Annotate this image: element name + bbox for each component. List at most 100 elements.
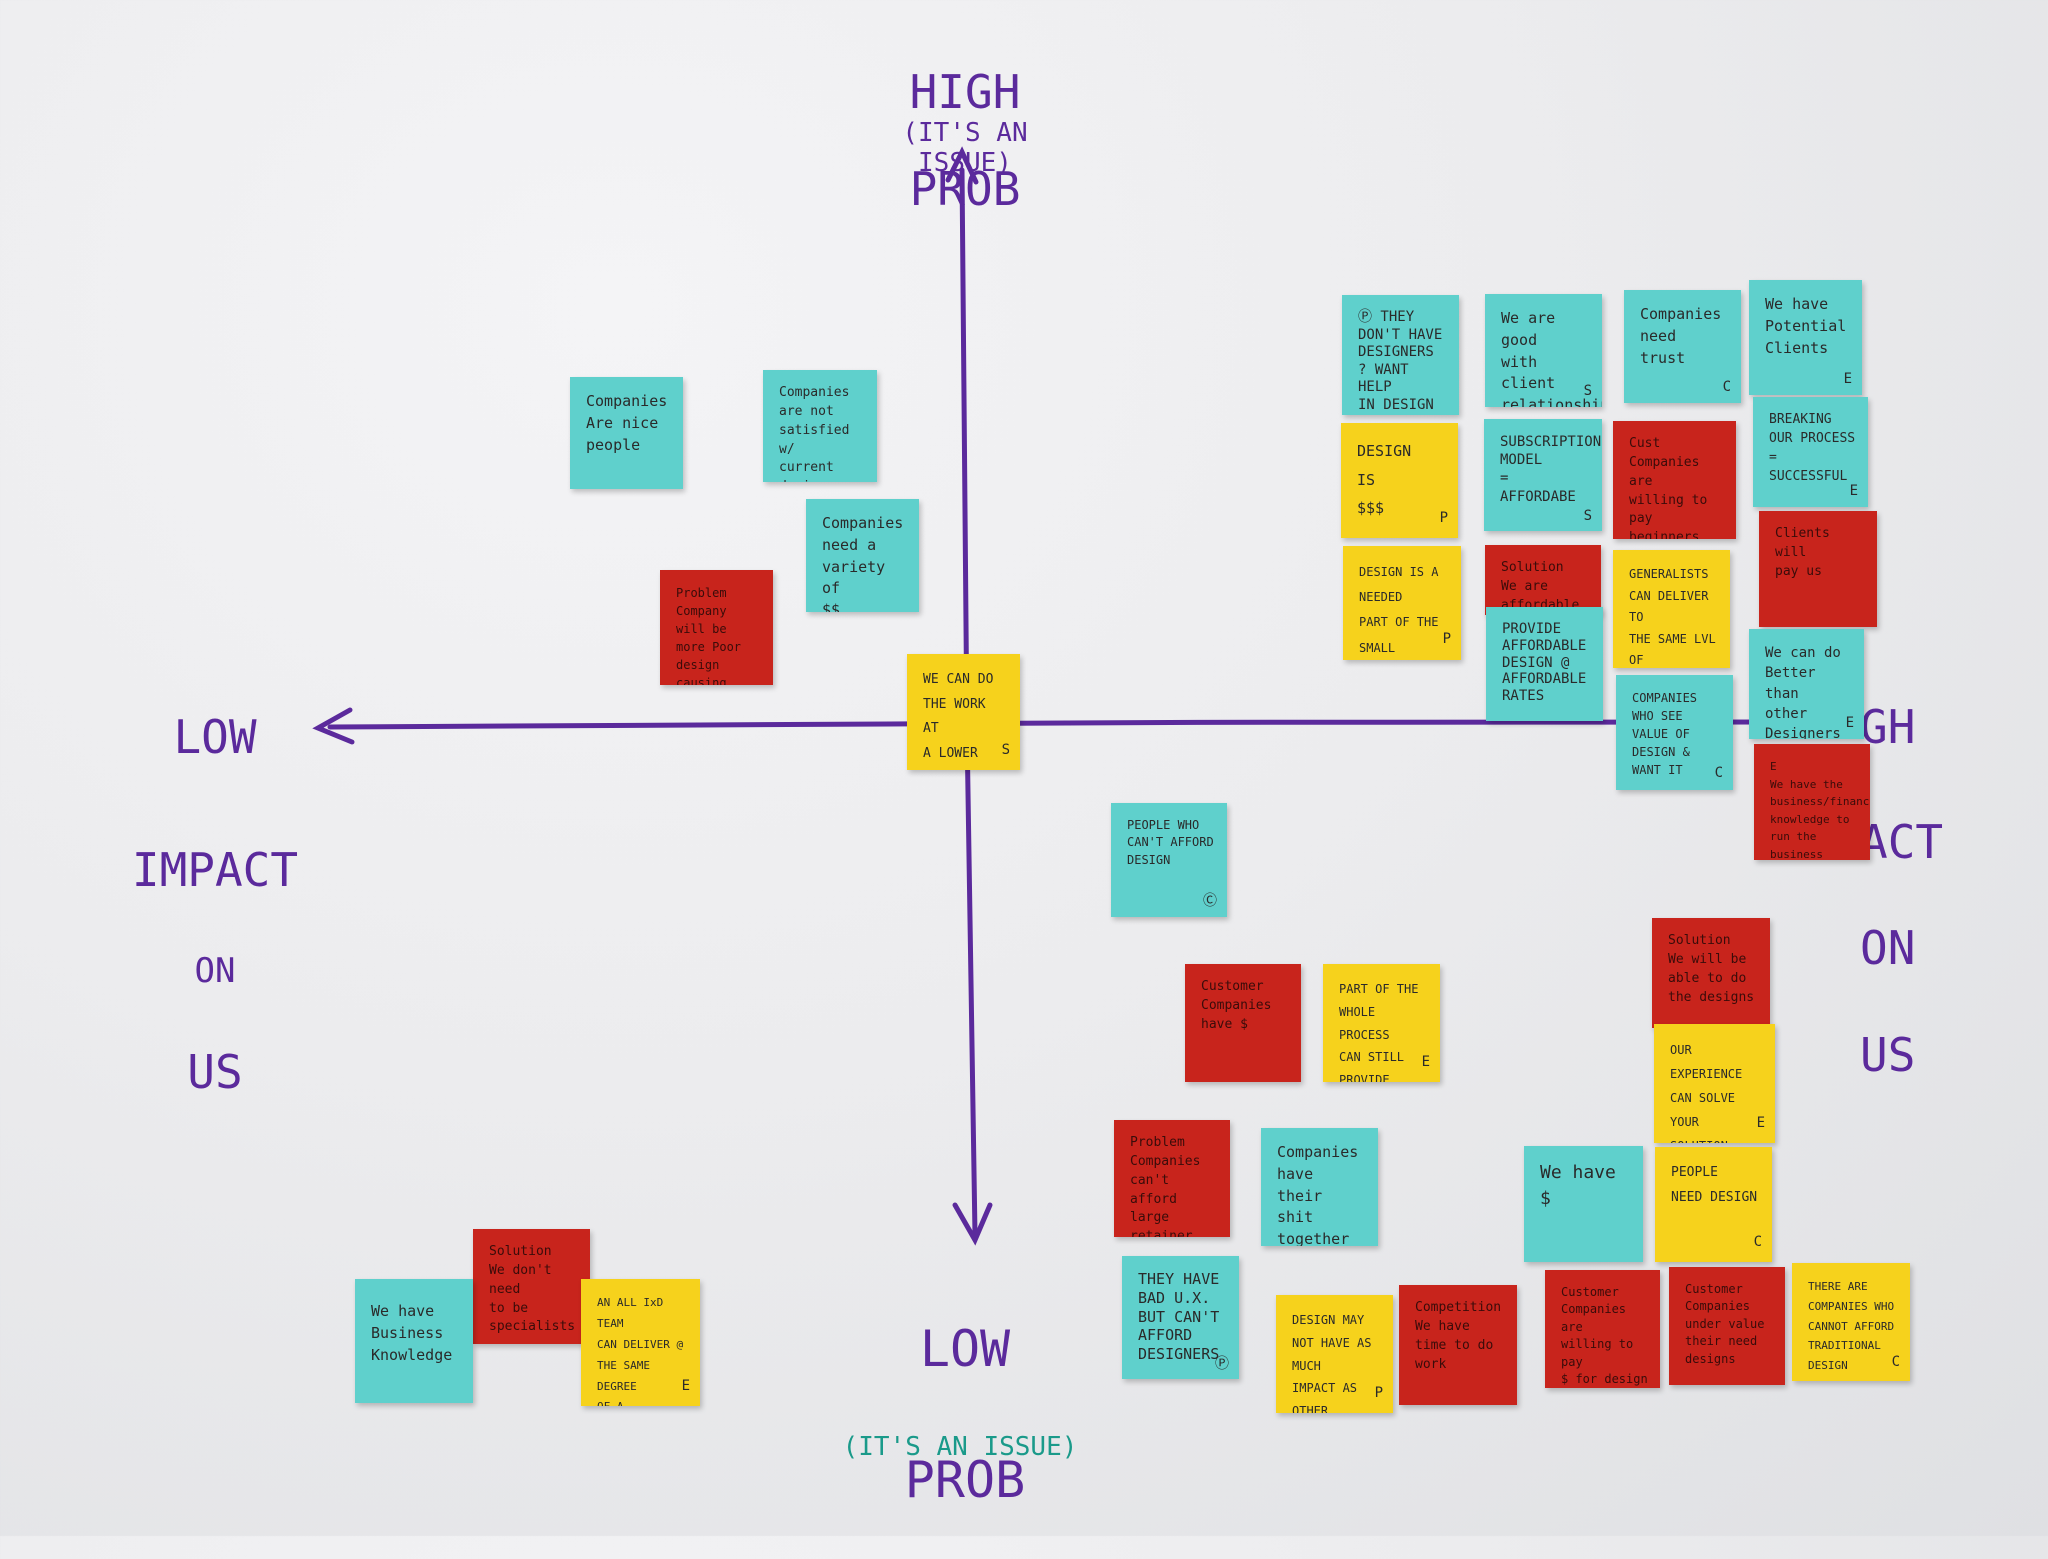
note-text: Companies have their shit together [1277, 1143, 1359, 1246]
note-text: We have Potential Clients [1765, 295, 1847, 357]
note-tag: C [1753, 1234, 1762, 1251]
sticky-note: Solution We don't need to be specialists [473, 1229, 590, 1344]
note-tag: E [1845, 714, 1854, 731]
note-text: Problem Company will be more Poor design… [676, 586, 742, 685]
note-text: THEY HAVE BAD U.X. BUT CAN'T AFFORD DESI… [1138, 1270, 1220, 1363]
sticky-note: THERE ARE COMPANIES WHO CANNOT AFFORD TR… [1792, 1263, 1910, 1381]
note-text: Solution We are affordable [1501, 560, 1580, 613]
note-text: DESIGN IS A NEEDED PART OF THE SMALL BUS… [1359, 565, 1439, 655]
note-tag: P [1439, 510, 1448, 527]
note-tag: P [1442, 630, 1451, 647]
note-text: SUBSCRIPTION MODEL = AFFORDABE [1500, 434, 1602, 505]
note-tag: E [681, 1378, 690, 1395]
note-tag: S [1583, 382, 1592, 399]
axis-label-high-line1: HIGH [909, 65, 1021, 120]
note-tag: E [1421, 1054, 1430, 1071]
note-text: Companies need trust [1640, 305, 1722, 367]
note-text: PEOPLE WHO CAN'T AFFORD DESIGN [1127, 818, 1214, 867]
sticky-note: We are good with client relationshipsS [1485, 294, 1602, 407]
sticky-note: We have $ [1524, 1146, 1643, 1262]
sticky-note: PEOPLE NEED DESIGN C [1655, 1147, 1772, 1262]
sticky-note: We have Business Knowledge [355, 1279, 473, 1403]
sticky-note: PART OF THE WHOLE PROCESS CAN STILL PROV… [1323, 964, 1440, 1082]
axis-label-left-line2: IMPACT [131, 842, 299, 897]
note-tag: Ⓒ [1203, 892, 1217, 909]
axis-label-left-line3: ON [194, 951, 236, 992]
note-text: Customer Companies under value their nee… [1685, 1282, 1765, 1366]
note-tag: Ⓟ [1215, 1355, 1229, 1372]
note-text: Solution We don't need to be specialists [489, 1244, 576, 1335]
note-tag: P [1374, 1385, 1383, 1402]
axis-label-high-prob: HIGH PROB [870, 20, 1060, 261]
axis-label-low-line2: PROB [904, 1450, 1026, 1509]
axis-label-low-line1: LOW [919, 1319, 1011, 1378]
note-tag: C [1722, 378, 1731, 395]
axis-label-high-impact: GH ACT ON US [1860, 655, 1970, 1128]
note-text: We have $ [1540, 1162, 1616, 1210]
note-text: WE CAN DO THE WORK AT A LOWER RATE [923, 672, 994, 762]
note-text: Customer Companies have $ [1201, 979, 1272, 1032]
note-text: PROVIDE AFFORDABLE DESIGN @ AFFORDABLE R… [1502, 621, 1587, 705]
sticky-note: AN ALL IxD TEAM CAN DELIVER @ THE SAME D… [581, 1279, 700, 1406]
axis-label-right-line3: ON [1860, 921, 1916, 976]
sticky-note: SUBSCRIPTION MODEL = AFFORDABE S [1484, 419, 1602, 531]
note-tag: S [1583, 507, 1592, 524]
note-tag: E [1756, 1115, 1765, 1131]
note-tag: S [1001, 742, 1010, 759]
note-text: Ⓟ THEY DON'T HAVE DESIGNERS ? WANT HELP … [1358, 309, 1443, 413]
note-text: DESIGN MAY NOT HAVE AS MUCH IMPACT AS OT… [1292, 1313, 1372, 1413]
sticky-note: Companies need a variety of $$ options [806, 499, 919, 612]
note-text: Cust Companies are willing to pay beginn… [1629, 436, 1708, 539]
sticky-note: Customer Companies are willing to pay $ … [1545, 1270, 1660, 1388]
note-text: Clients will pay us [1775, 526, 1830, 579]
note-text: We can do Better than other Designers [1765, 645, 1841, 739]
note-tag: E [1843, 370, 1852, 387]
sticky-note: Clients will pay us [1759, 511, 1877, 627]
sticky-note: GENERALISTS CAN DELIVER TO THE SAME LVL … [1613, 550, 1730, 668]
note-text: Companies need a variety of $$ options [822, 514, 904, 612]
note-text: DESIGN IS $$$ [1357, 442, 1412, 517]
sticky-note: Companies Are nice people [570, 377, 683, 489]
axis-label-right-line2: ACT [1860, 814, 1944, 869]
note-tag: C [1714, 765, 1723, 781]
sticky-note: OUR EXPERIENCE CAN SOLVE YOUR SOLUTIONE [1654, 1024, 1775, 1143]
sticky-note: Customer Companies have $ [1185, 964, 1301, 1082]
sticky-note: THEY HAVE BAD U.X. BUT CAN'T AFFORD DESI… [1122, 1256, 1239, 1379]
sticky-note: PEOPLE WHO CAN'T AFFORD DESIGN Ⓒ [1111, 803, 1227, 917]
axis-label-right-line4: US [1860, 1028, 1916, 1083]
arrow-up-icon [945, 146, 979, 185]
sticky-note: DESIGN IS A NEEDED PART OF THE SMALL BUS… [1343, 546, 1461, 660]
note-text: Solution We will be able to do the desig… [1668, 933, 1755, 1005]
axis-sublabel-high: (IT'S AN ISSUE) [902, 118, 1028, 178]
axis-label-low-prob: LOW PROB [870, 1270, 1060, 1559]
sticky-note: Customer Companies under value their nee… [1669, 1267, 1785, 1385]
sticky-note: E We have the business/financial knowled… [1754, 744, 1870, 860]
sticky-note: Problem Companies can't afford large ret… [1114, 1120, 1230, 1237]
sticky-note: Solution We are affordable [1485, 545, 1601, 615]
note-text: Companies Are nice people [586, 392, 668, 454]
axis-label-right-line1: GH [1860, 700, 1916, 755]
note-text: PEOPLE NEED DESIGN [1671, 1165, 1758, 1205]
sticky-note: COMPANIES WHO SEE VALUE OF DESIGN & WANT… [1616, 675, 1733, 790]
arrow-down-icon [952, 1202, 993, 1246]
sticky-note: Problem Company will be more Poor design… [660, 570, 773, 685]
note-text: We have Business Knowledge [371, 1302, 453, 1364]
note-text: PART OF THE WHOLE PROCESS CAN STILL PROV… [1339, 982, 1419, 1082]
sticky-note: Companies are not satisfied w/ current d… [763, 370, 877, 482]
note-text: COMPANIES WHO SEE VALUE OF DESIGN & WANT… [1632, 691, 1698, 777]
note-tag: E [1849, 482, 1858, 499]
sticky-note: DESIGN MAY NOT HAVE AS MUCH IMPACT AS OT… [1276, 1295, 1393, 1413]
note-text: AN ALL IxD TEAM CAN DELIVER @ THE SAME D… [597, 1296, 684, 1406]
axis-sublabel-low: (IT'S AN ISSUE) [842, 1432, 1078, 1462]
axis-label-high-line2: PROB [909, 161, 1021, 216]
sticky-note: WE CAN DO THE WORK AT A LOWER RATE S [907, 654, 1020, 770]
note-text: Customer Companies are willing to pay $ … [1561, 1285, 1648, 1386]
note-text: THERE ARE COMPANIES WHO CANNOT AFFORD TR… [1808, 1280, 1895, 1373]
note-text: Competition We have time to do work [1415, 1300, 1502, 1372]
sticky-note: Ⓟ THEY DON'T HAVE DESIGNERS ? WANT HELP … [1342, 295, 1459, 415]
axis-label-low-impact: LOW IMPACT ON US [120, 665, 310, 1145]
note-text: We are good with client relationships [1501, 309, 1602, 407]
